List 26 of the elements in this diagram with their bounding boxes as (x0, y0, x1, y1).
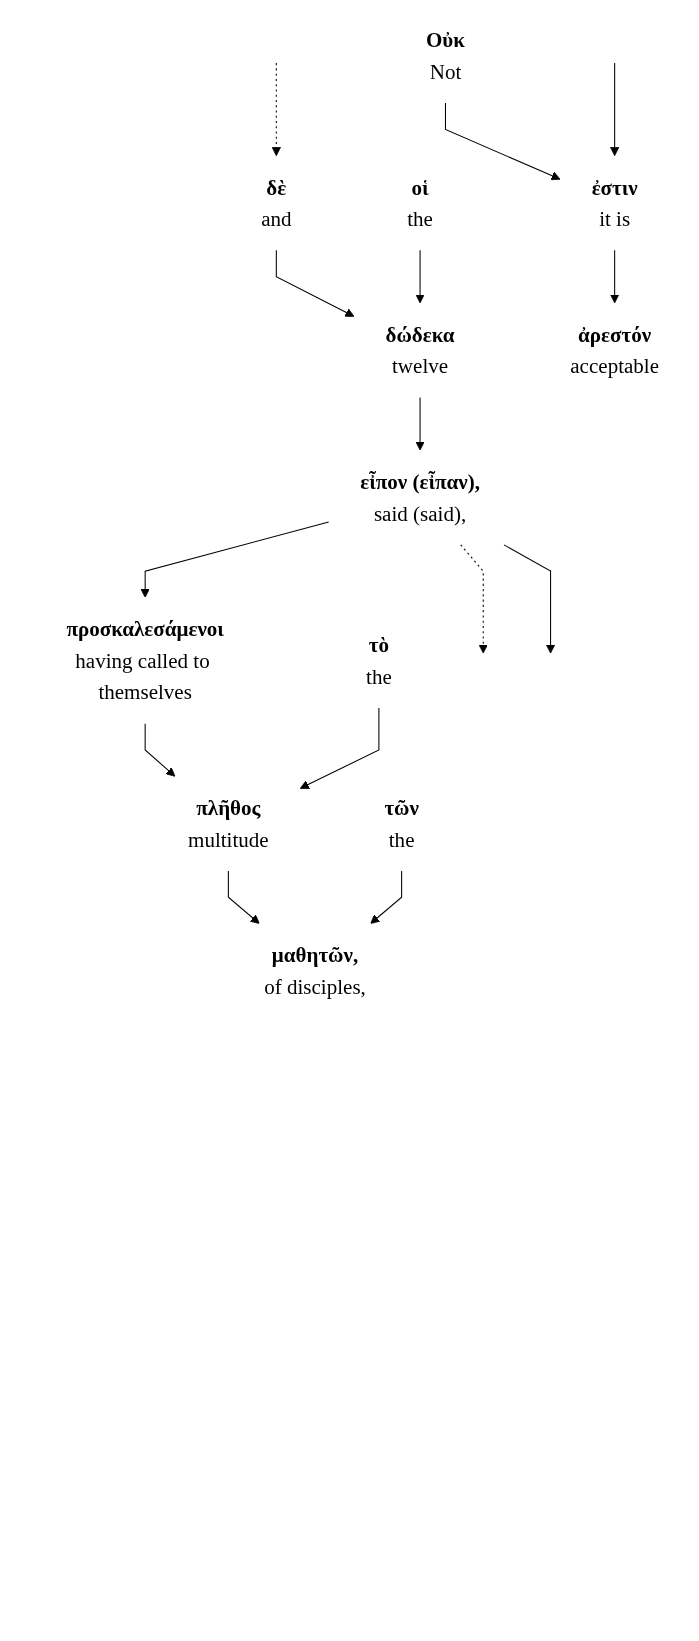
word-gloss-label: δὲ and (261, 175, 292, 231)
arrow (370, 870, 403, 924)
arrow (299, 707, 380, 789)
arrow (275, 249, 355, 317)
word-gloss-label: πλῆθος multitude (188, 796, 269, 851)
arrow (415, 249, 425, 304)
arrow (444, 102, 561, 181)
word-gloss-label: ἐστιν it is (591, 175, 638, 231)
word-gloss-label: δώδεκα twelve (385, 322, 455, 378)
word-gloss-label: εἶπον (εἶπαν), said (said), (360, 470, 480, 525)
arrow (144, 723, 176, 777)
arrow (415, 397, 425, 451)
arrow (610, 249, 620, 304)
arrow (460, 544, 488, 654)
arrow (140, 521, 330, 598)
word-gloss-label: ἀρεστόν acceptable (570, 322, 660, 378)
word-gloss-label: Οὐκ Not (426, 28, 465, 84)
word-gloss-label: προσκαλεσάμενοι having called to themselves (66, 617, 224, 704)
word-gloss-label: οἱ the (407, 175, 433, 231)
word-gloss-label: τῶν the (384, 796, 419, 851)
word-gloss-label: μαθητῶν, of disciples, (264, 943, 366, 999)
arrow (227, 870, 260, 924)
word-gloss-label: τὸ the (366, 633, 392, 688)
arrow (271, 62, 281, 157)
arrow (503, 544, 556, 654)
arrow (610, 62, 620, 157)
